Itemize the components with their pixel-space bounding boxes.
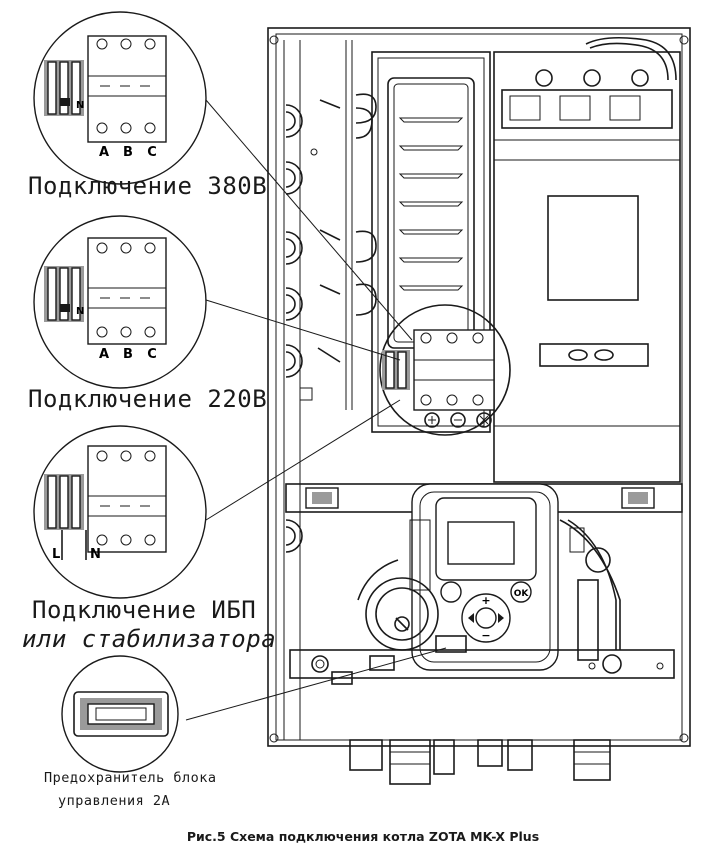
control-panel: OK + −: [411, 483, 559, 671]
pipe-assembly: [559, 519, 621, 661]
heating-element-block: [371, 51, 491, 433]
right-compartment: [493, 36, 681, 483]
din-rail: [539, 343, 649, 367]
label-ups-line2: или стабилизатора: [22, 625, 277, 653]
right-arrow-icon[interactable]: [498, 613, 504, 623]
ground-screws: [424, 412, 492, 428]
center-button[interactable]: [475, 607, 497, 629]
label-fuse-line2: управления 2А: [58, 793, 171, 809]
heater-fins: [398, 117, 464, 291]
corner-screw-icon: [269, 35, 689, 743]
terminal-b: B: [123, 145, 133, 160]
figure-caption: Рис.5 Схема подключения котла ZOTA MK-X …: [186, 829, 540, 844]
zoom-fuse: [61, 655, 179, 773]
terminal-a: A: [99, 145, 109, 160]
terminal-b: B: [123, 347, 133, 362]
display-screen: [447, 521, 515, 565]
label-380v: Подключение 380В: [28, 172, 268, 200]
label-plate: [547, 195, 639, 301]
zoom-220v: N A B C: [33, 215, 207, 389]
left-arrow-icon[interactable]: [468, 613, 474, 623]
plus-button[interactable]: +: [481, 594, 490, 607]
zoom-380v: N A B C: [33, 11, 207, 185]
zoom-ups: L N: [33, 425, 207, 599]
minus-button[interactable]: −: [481, 629, 490, 642]
fuse-holder: [435, 635, 467, 653]
ok-button-label: OK: [514, 589, 530, 599]
pump-assembly: [357, 519, 439, 651]
main-breaker-zoom: [379, 304, 511, 436]
ok-button[interactable]: [510, 581, 532, 603]
label-220v: Подключение 220В: [28, 385, 268, 413]
label-ups-line1: Подключение ИБП: [32, 596, 257, 624]
back-button[interactable]: [440, 581, 462, 603]
terminal-a: A: [99, 347, 109, 362]
panel-buttons[interactable]: OK + −: [440, 581, 532, 643]
terminal-n: N: [90, 547, 101, 562]
label-fuse-line1: Предохранитель блока: [44, 770, 217, 786]
terminal-c: C: [147, 347, 157, 362]
leader-lines: [185, 99, 447, 721]
bottom-fittings: [349, 739, 611, 785]
neutral-label: N: [76, 306, 84, 317]
terminal-c: C: [147, 145, 157, 160]
terminal-l: L: [52, 547, 60, 562]
mounting-bracket: [285, 483, 683, 513]
cable-grommets: [285, 104, 303, 553]
bottom-plate: [289, 635, 675, 685]
top-terminal-cluster: [501, 36, 677, 129]
neutral-label: N: [76, 100, 84, 111]
cable-loops: [299, 93, 377, 401]
